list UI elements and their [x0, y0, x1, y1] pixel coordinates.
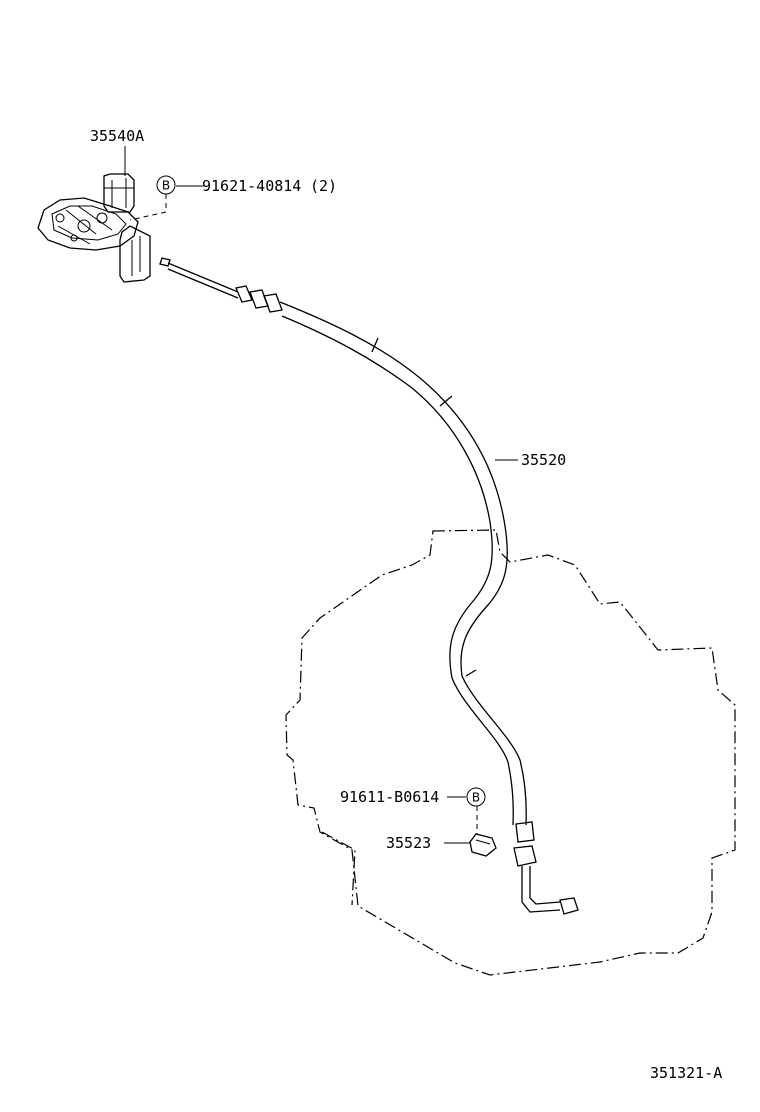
label-cable-bracket: 35523: [386, 834, 431, 852]
leader-lines: [124, 146, 518, 844]
ref-mark-lower-letter: B: [472, 791, 480, 805]
ref-mark-upper-letter: B: [162, 179, 170, 193]
diagram-id: 351321-A: [650, 1064, 722, 1082]
label-control-cable: 35520: [521, 451, 566, 469]
cable-bracket: [469, 833, 497, 857]
label-bolt-upper-qty: (2): [310, 177, 337, 195]
transmission-housing-outline: [285, 529, 736, 976]
label-bolt-upper: 91621-40814: [202, 177, 301, 195]
ref-mark-upper: B: [156, 175, 176, 195]
label-bolt-lower: 91611-B0614: [340, 788, 439, 806]
control-cable: [159, 257, 579, 915]
shift-lever-assembly: [37, 173, 151, 283]
ref-mark-lower: B: [466, 787, 486, 807]
label-shift-lever: 35540A: [90, 127, 144, 145]
